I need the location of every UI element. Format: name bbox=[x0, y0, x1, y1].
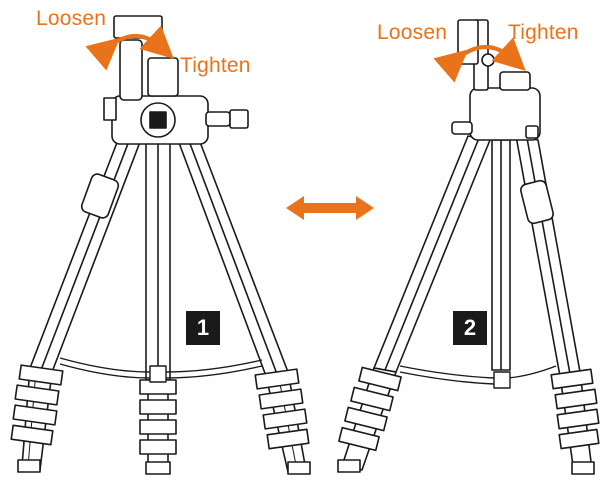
tripod-1-left-leg bbox=[11, 140, 140, 472]
tripod-2-spreader bbox=[400, 366, 556, 388]
figure-1-step-badge: 1 bbox=[186, 311, 220, 345]
tripod-2-left-leg bbox=[338, 136, 490, 472]
figure-2-step-badge: 2 bbox=[453, 311, 487, 345]
tripod-1-clamp bbox=[80, 172, 120, 219]
figure-2-tighten-label: Tighten bbox=[508, 22, 579, 43]
tripod-1-head bbox=[104, 16, 248, 144]
tripod-1-center-leg bbox=[140, 140, 176, 474]
figure-1-loosen-label: Loosen bbox=[36, 8, 106, 29]
tripod-2-center-column bbox=[492, 140, 510, 370]
double-headed-arrow-icon bbox=[286, 196, 374, 220]
tripod-1 bbox=[11, 16, 310, 474]
tripod-2 bbox=[338, 20, 599, 474]
figure-2-loosen-label: Loosen bbox=[377, 22, 447, 43]
tripod-1-right-leg bbox=[178, 140, 310, 474]
tripod-2-clamp bbox=[520, 179, 555, 224]
figure-1-tighten-label: Tighten bbox=[180, 55, 251, 76]
